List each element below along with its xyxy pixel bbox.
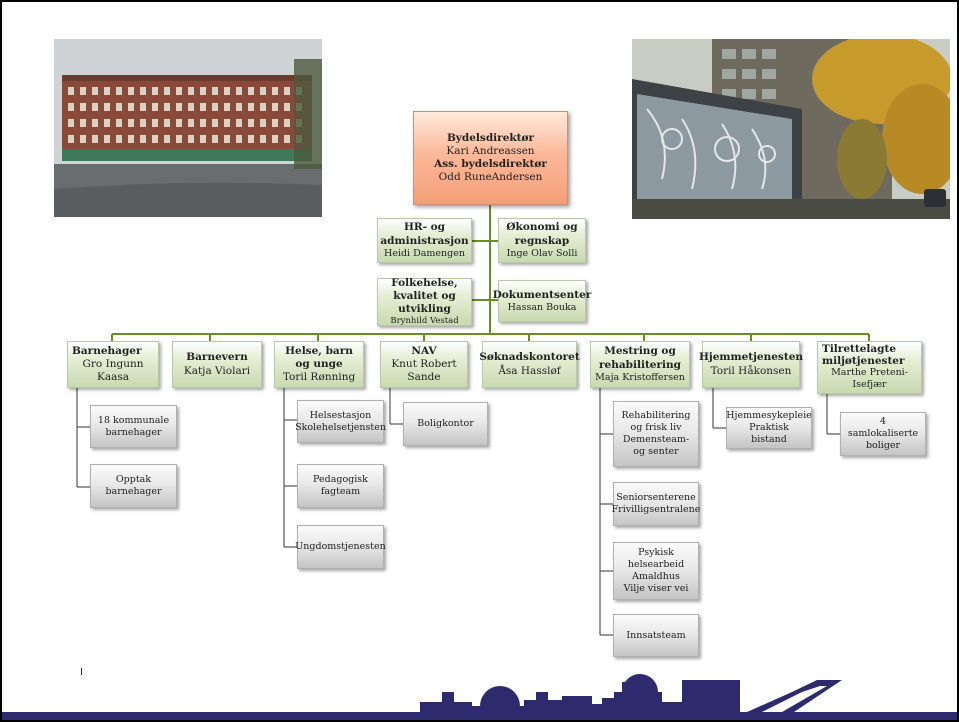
dept-title: NAV [411, 344, 437, 357]
page-mark: I [80, 667, 83, 678]
unit-text: Seniorsenterene [616, 492, 696, 504]
unit-text: Helsestasjon [309, 409, 372, 421]
unit-text: Psykisk helsearbeid [627, 547, 685, 571]
staff-name: Hassan Bouka [507, 301, 577, 313]
dept-box-mestring: Mestring og rehabilitering Maja Kristoff… [590, 341, 690, 388]
director-title: Bydelsdirektør [446, 131, 535, 144]
dept-name: Åsa Hassløf [498, 364, 561, 377]
building-photo-left [54, 39, 322, 217]
unit-text: Frivilligsentralene [611, 504, 701, 515]
unit-text: Innsatsteam [626, 629, 686, 641]
unit-text: Vilje viser vei [623, 582, 689, 594]
dept-box-barnehager: Barnehager Gro Ingunn Kaasa [67, 341, 159, 388]
unit-text: Skolehelsetjensten [295, 421, 386, 433]
staff-name: Inge Olav Solli [506, 247, 578, 259]
unit-box: Boligkontor [403, 402, 488, 446]
director-box: Bydelsdirektør Kari Andreassen Ass. byde… [413, 111, 568, 205]
unit-box: Seniorsenterene Frivilligsentralene [611, 482, 701, 526]
unit-box: Hjemmesykepleie Praktisk bistand [726, 407, 812, 449]
assistant-director-name: Odd RuneAndersen [438, 171, 543, 184]
staff-box-public-health: Folkehelse, kvalitet og utvikling Brynhi… [377, 277, 472, 327]
dept-box-soknadskontoret: Søknadskontoret Åsa Hassløf [479, 341, 580, 388]
building-photo-right [632, 39, 950, 219]
city-skyline-logo [2, 674, 957, 720]
dept-name: Toril Rønning [282, 371, 356, 384]
dept-box-nav: NAV Knut Robert Sande [380, 341, 468, 388]
unit-text: Boligkontor [417, 418, 474, 430]
dept-name: Gro Ingunn Kaasa [82, 357, 144, 384]
dept-box-hjemmetjenesten: Hjemmetjenesten Toril Håkonsen [698, 341, 804, 388]
unit-box: Helsestasjon Skolehelsetjensten [295, 400, 386, 443]
unit-text: Pedagogisk fagteam [313, 474, 368, 497]
unit-box: Opptak barnehager [90, 464, 177, 508]
dept-name: Maja Kristoffersen [595, 371, 685, 383]
unit-box: Pedagogisk fagteam [297, 464, 384, 508]
staff-box-document-center: Dokumentsenter Hassan Bouka [493, 280, 591, 322]
staff-box-economy: Økonomi og regnskap Inge Olav Solli [498, 218, 586, 263]
dept-box-barnevern: Barnevern Katja Violari [172, 341, 262, 388]
staff-name: Heidi Damengen [384, 247, 465, 259]
dept-box-miljotjenester: Tilrettelagte miljøtjenester Marthe Pret… [817, 341, 922, 394]
dept-name: Toril Håkonsen [710, 364, 792, 377]
dept-title: Barnevern [186, 351, 248, 364]
unit-text: 4 samlokaliserte boliger [847, 416, 919, 451]
dept-title: Barnehager [72, 344, 142, 357]
staff-title: Dokumentsenter [492, 288, 592, 301]
unit-text: Amaldhus [632, 571, 680, 582]
dept-name: Knut Robert Sande [391, 357, 457, 384]
staff-title: Folkehelse, kvalitet og utvikling [391, 277, 458, 316]
unit-text: Rehabilitering og frisk liv [621, 410, 691, 434]
unit-box: Rehabilitering og frisk liv Demensteam- … [613, 401, 699, 467]
dept-name: Marthe Preteni-Isefjær [831, 367, 908, 391]
unit-text: 18 kommunale barnehager [97, 414, 170, 438]
dept-title: Tilrettelagte miljøtjenester [822, 343, 905, 367]
unit-text: Hjemmesykepleie [726, 410, 812, 422]
unit-box: 4 samlokaliserte boliger [840, 412, 926, 456]
unit-box: Ungdomstjenesten [295, 525, 386, 569]
staff-name: Brynhild Vestad [390, 316, 459, 327]
unit-text: Demensteam- og senter [622, 434, 690, 457]
staff-box-hr: HR- og administrasjon Heidi Damengen [377, 218, 472, 263]
unit-text: Opptak barnehager [105, 474, 162, 497]
staff-title: HR- og administrasjon [380, 221, 469, 247]
dept-title: Mestring og rehabilitering [599, 345, 681, 371]
director-name: Kari Andreassen [446, 144, 535, 157]
staff-title: Økonomi og regnskap [506, 221, 578, 247]
dept-title: Hjemmetjenesten [698, 351, 804, 364]
dept-box-helse: Helse, barn og unge Toril Rønning [274, 341, 364, 388]
unit-box: Innsatsteam [613, 614, 699, 657]
unit-box: Psykisk helsearbeid Amaldhus Vilje viser… [613, 542, 699, 600]
unit-box: 18 kommunale barnehager [90, 405, 177, 448]
unit-text: Ungdomstjenesten [295, 541, 386, 553]
assistant-director-title: Ass. bydelsdirektør [434, 158, 547, 170]
dept-title: Søknadskontoret [479, 351, 580, 364]
unit-text: Praktisk bistand [749, 422, 789, 445]
dept-name: Katja Violari [183, 364, 251, 377]
dept-title: Helse, barn og unge [285, 344, 353, 370]
